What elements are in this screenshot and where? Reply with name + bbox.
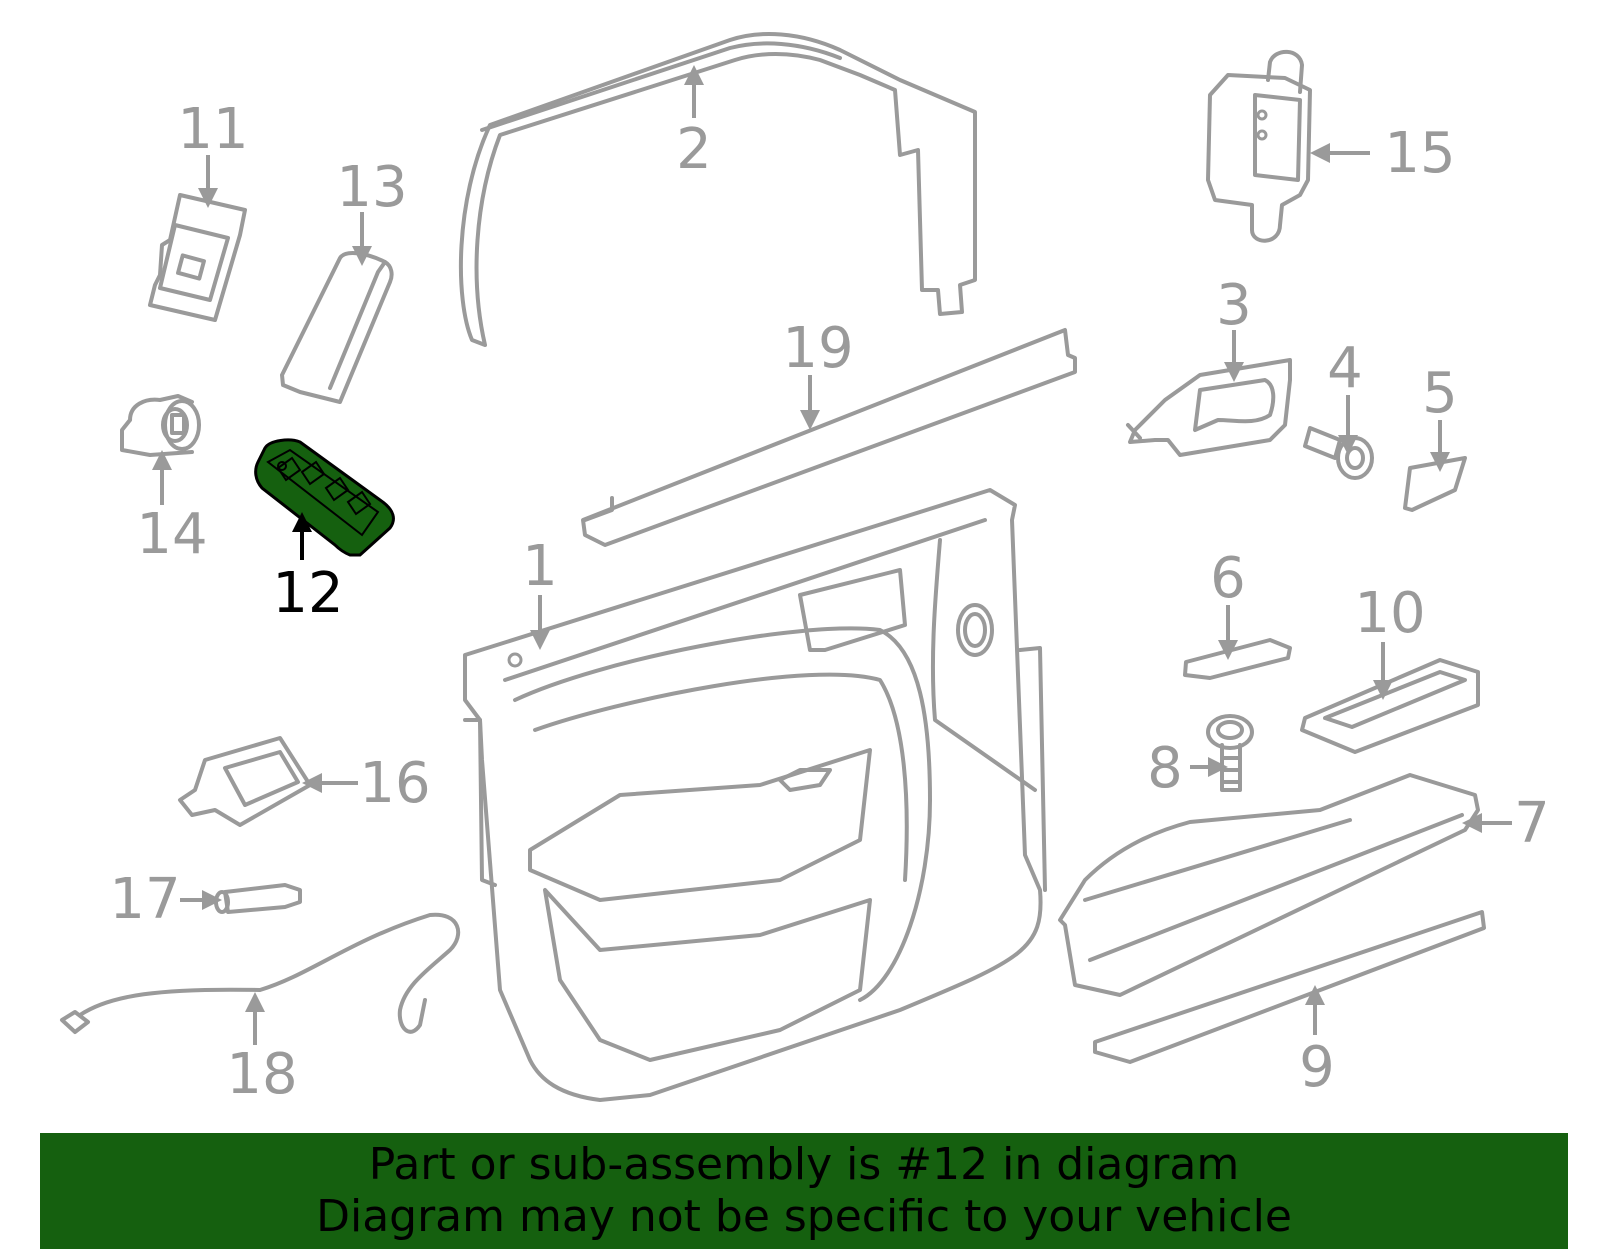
part-15-module (1206, 49, 1312, 243)
callout-2: 2 (676, 117, 712, 182)
callout-1: 1 (522, 534, 558, 599)
callout-4: 4 (1327, 336, 1363, 401)
part-1-door-trim-panel (463, 488, 1047, 1102)
callout-11: 11 (177, 97, 248, 162)
callout-16: 16 (359, 751, 430, 816)
part-7-armrest (1058, 773, 1480, 997)
part-5-cap (1403, 456, 1467, 512)
part-11-switch-bezel (148, 193, 247, 322)
callout-13: 13 (336, 155, 407, 220)
callout-17: 17 (109, 867, 180, 932)
part-18-wire-harness (60, 912, 461, 1034)
callout-3: 3 (1216, 273, 1252, 338)
callout-15: 15 (1384, 121, 1455, 186)
callout-5: 5 (1422, 361, 1458, 426)
callout-9: 9 (1299, 1035, 1335, 1100)
part-19-belt-strip (581, 328, 1077, 547)
callout-8: 8 (1147, 736, 1183, 801)
part-6-clip (1183, 638, 1292, 680)
callout-14: 14 (136, 502, 207, 567)
callout-19: 19 (782, 316, 853, 381)
part-2-frame-molding (458, 32, 977, 347)
part-14-connector (120, 394, 201, 457)
part-13-cover-plate (280, 251, 394, 404)
part-12-window-switch (254, 438, 395, 557)
info-banner: Part or sub-assembly is #12 in diagram D… (40, 1133, 1568, 1249)
callout-6: 6 (1210, 546, 1246, 611)
part-3-door-handle (1126, 358, 1292, 457)
callout-10: 10 (1354, 581, 1425, 646)
banner-line-1: Part or sub-assembly is #12 in diagram (368, 1139, 1240, 1190)
part-10-pad (1300, 658, 1480, 754)
part-4-screw (1303, 426, 1374, 480)
part-8-fastener (1206, 714, 1254, 792)
part-17-bulb (214, 883, 302, 914)
callout-18: 18 (226, 1042, 297, 1107)
part-16-lamp (178, 736, 312, 827)
callout-lines (152, 65, 1512, 1045)
callout-12: 12 (272, 561, 343, 626)
callout-7: 7 (1514, 791, 1550, 856)
banner-line-2: Diagram may not be specific to your vehi… (316, 1191, 1292, 1242)
callout-numbers: 1 2 3 4 5 6 7 8 9 10 11 12 13 14 15 16 1… (109, 97, 1549, 1107)
